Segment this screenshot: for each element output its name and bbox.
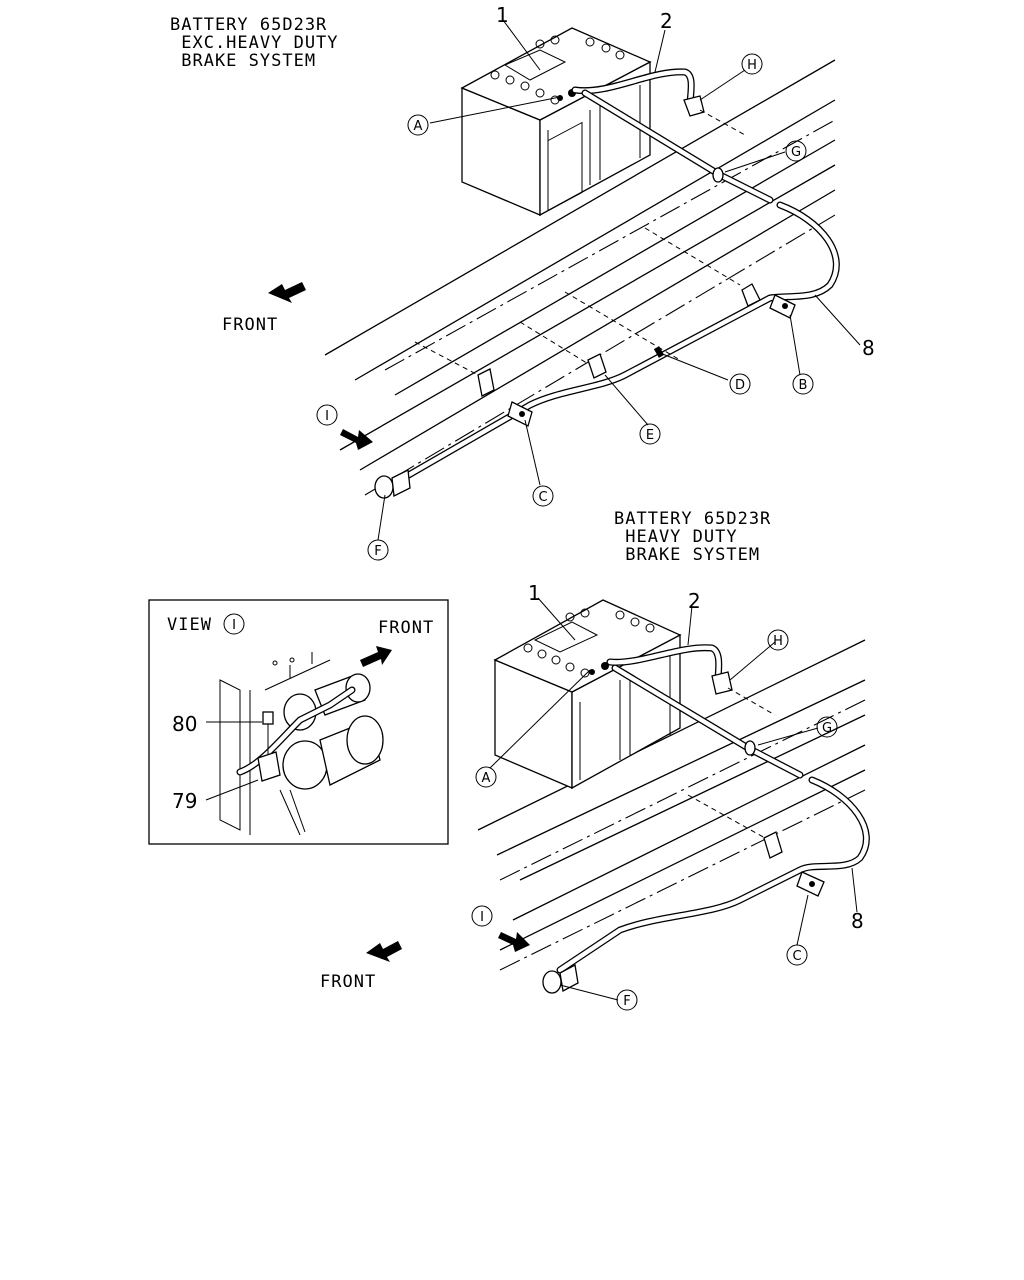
view-inset-title: VIEW: [167, 615, 212, 635]
top-clamp-c: [477, 368, 533, 427]
bottom-front-arrow-icon: [366, 941, 402, 962]
bottom-title-line-2: HEAVY DUTY: [614, 527, 738, 547]
bottom-frame-rails: [477, 639, 866, 971]
top-clamp-d-e: [587, 346, 665, 379]
bottom-callout-c: C: [786, 944, 808, 966]
top-callout-a: A: [407, 114, 429, 136]
top-view-i-arrow-icon: [340, 429, 373, 450]
bottom-battery: [493, 599, 682, 790]
bottom-view-i-arrow-icon: [498, 932, 530, 952]
bottom-clamp-c: [763, 831, 825, 897]
top-terminal-f: [374, 469, 411, 499]
top-callout-h-text: H: [747, 58, 757, 73]
top-title-line-3: BRAKE SYSTEM: [170, 51, 316, 71]
top-callout-g: G: [785, 140, 807, 162]
bottom-title-line-3: BRAKE SYSTEM: [614, 545, 760, 565]
top-callout-f-text: F: [374, 544, 381, 559]
view-inset-part-80: 80: [172, 712, 197, 736]
top-callout-b-text: B: [799, 378, 808, 393]
bottom-callout-a: A: [475, 766, 497, 788]
bottom-part-number-8: 8: [851, 909, 864, 933]
bottom-terminal-f: [542, 964, 579, 994]
top-front-label: FRONT: [222, 315, 278, 335]
top-callout-f: F: [367, 539, 389, 561]
top-callout-h: H: [741, 53, 763, 75]
bottom-callout-i: I: [471, 905, 493, 927]
top-callout-a-text: A: [414, 119, 423, 134]
bottom-part-number-2: 2: [688, 589, 701, 613]
bottom-callout-f: F: [616, 989, 638, 1011]
top-callout-e-text: E: [646, 428, 654, 443]
bottom-title-line-1: BATTERY 65D23R: [614, 509, 771, 529]
top-callout-i-text: I: [325, 409, 329, 424]
bottom-callout-c-text: C: [792, 949, 801, 964]
top-part-number-8: 8: [862, 336, 875, 360]
top-callout-g-text: G: [791, 145, 801, 160]
view-inset-part-79: 79: [172, 789, 197, 813]
top-callout-b: B: [792, 373, 814, 395]
view-inset-front-label: FRONT: [378, 618, 434, 638]
top-title-line-1: BATTERY 65D23R: [170, 15, 327, 35]
top-part-number-1: 1: [496, 3, 509, 27]
top-diagram: BATTERY 65D23R EXC.HEAVY DUTY BRAKE SYST…: [170, 3, 875, 561]
bottom-diagram: BATTERY 65D23R HEAVY DUTY BRAKE SYSTEM: [320, 509, 870, 1011]
top-battery: [460, 27, 652, 217]
top-callout-d-text: D: [735, 378, 745, 393]
top-frame-rails: [324, 59, 836, 496]
bottom-callout-h-text: H: [773, 634, 783, 649]
bottom-callout-g: G: [816, 716, 838, 738]
view-inset-marker: I: [232, 618, 236, 633]
bottom-part-number-1: 1: [528, 581, 541, 605]
bottom-callout-g-text: G: [822, 721, 832, 736]
bottom-callout-h: H: [767, 629, 789, 651]
top-callout-c-text: C: [538, 490, 547, 505]
top-callout-d: D: [729, 373, 751, 395]
top-part-number-2: 2: [660, 9, 673, 33]
bottom-callout-f-text: F: [623, 994, 630, 1009]
bottom-callout-i-text: I: [480, 910, 484, 925]
top-callout-c: C: [532, 485, 554, 507]
top-front-arrow-icon: [268, 282, 306, 303]
top-callout-i: I: [316, 404, 338, 426]
top-title-line-2: EXC.HEAVY DUTY: [170, 33, 339, 53]
view-inset: VIEW I FRONT 80 7: [148, 599, 449, 845]
bottom-front-label: FRONT: [320, 972, 376, 992]
view-inset-front-arrow-icon: [360, 646, 392, 667]
top-callout-e: E: [639, 423, 661, 445]
view-inset-starter: [219, 652, 384, 836]
bottom-callout-a-text: A: [482, 771, 491, 786]
